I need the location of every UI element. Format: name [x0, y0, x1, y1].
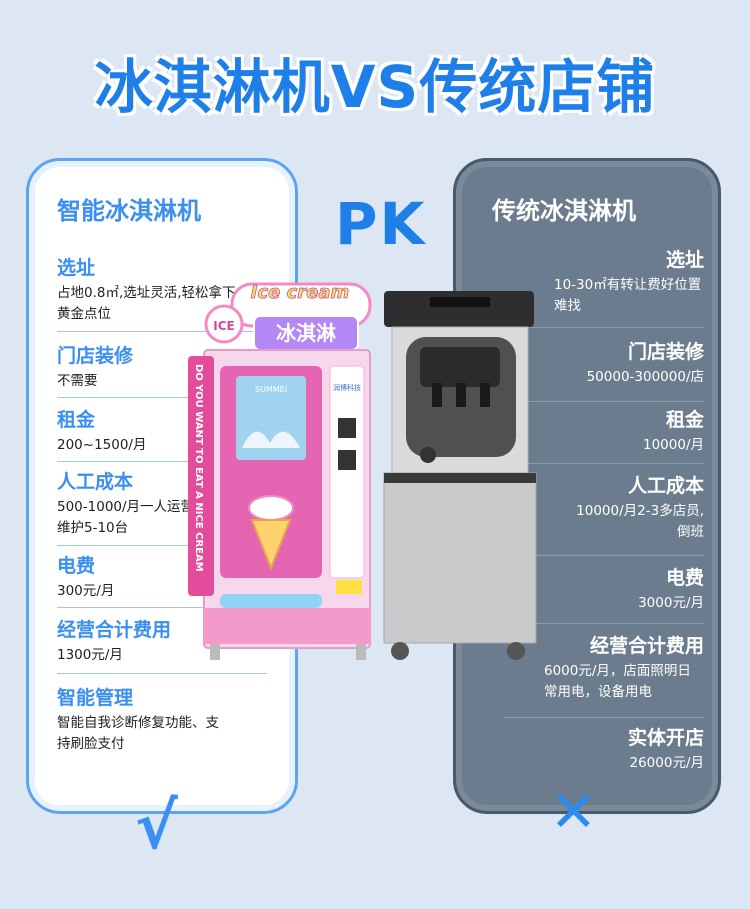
- right-section-labor: 人工成本 10000/月2-3多店员,倒班: [474, 473, 704, 543]
- left-section-rent: 租金 200~1500/月: [57, 407, 279, 456]
- brand-text: Ice cream: [251, 282, 350, 303]
- divider: [57, 461, 267, 462]
- right-section-rent: 租金 10000/月: [474, 407, 704, 456]
- left-section-smart: 智能管理 智能自我诊断修复功能、支持刷脸支付: [57, 685, 279, 755]
- right-section-store: 实体开店 26000元/月: [474, 725, 704, 774]
- section-label: 人工成本: [627, 475, 704, 497]
- section-label: 门店装修: [627, 341, 704, 363]
- section-label: 电费: [57, 555, 96, 577]
- divider: [57, 673, 267, 674]
- divider: [57, 545, 267, 546]
- section-value: 300元/月: [57, 583, 115, 599]
- left-section-total: 经营合计费用 1300元/月: [57, 617, 279, 666]
- sign-text: 冰淇淋: [276, 321, 336, 345]
- section-value: 26000元/月: [629, 755, 705, 771]
- section-label: 经营合计费用: [589, 635, 704, 657]
- section-label: 实体开店: [627, 727, 704, 749]
- section-value: 10000/月: [643, 437, 704, 453]
- right-section-location: 选址 10-30㎡有转让费好位置难找: [474, 247, 704, 317]
- left-section-decoration: 门店装修 不需要: [57, 343, 279, 392]
- divider: [57, 607, 267, 608]
- pk-label: PK: [335, 190, 427, 258]
- smart-vending-machine-image: Ice cream 冰淇淋 ICE DO YOU WANT TO EAT A N…: [188, 282, 372, 660]
- section-label: 选址: [57, 257, 96, 279]
- page-title: 冰淇淋机VS传统店铺: [94, 53, 656, 121]
- traditional-machine-image: [383, 291, 537, 660]
- section-value: 10-30㎡有转让费好位置难找: [554, 277, 702, 314]
- left-card-title: 智能冰淇淋机: [57, 197, 201, 225]
- check-mark-icon: √: [135, 790, 178, 864]
- right-section-decoration: 门店装修 50000-300000/店: [474, 339, 704, 388]
- section-value: 不需要: [57, 373, 98, 389]
- section-label: 电费: [665, 567, 704, 589]
- side-text: DO YOU WANT TO EAT A NICE CREAM: [193, 364, 204, 572]
- section-label: 智能管理: [57, 687, 134, 709]
- section-value: 200~1500/月: [57, 437, 147, 453]
- section-label: 经营合计费用: [57, 619, 172, 641]
- section-label: 租金: [57, 409, 96, 431]
- right-section-electricity: 电费 3000元/月: [474, 565, 704, 614]
- divider: [504, 555, 704, 556]
- section-value: 占地0.8㎡,选址灵活,轻松拿下黄金点位: [57, 285, 236, 322]
- section-value: 1300元/月: [57, 647, 123, 663]
- divider: [504, 327, 704, 328]
- divider: [57, 397, 267, 398]
- section-value: 智能自我诊断修复功能、支持刷脸支付: [57, 715, 219, 752]
- section-label: 选址: [665, 249, 704, 271]
- left-section-electricity: 电费 300元/月: [57, 553, 279, 602]
- section-value: 3000元/月: [638, 595, 704, 611]
- cross-mark-icon: ✕: [550, 780, 597, 845]
- divider: [504, 401, 704, 402]
- right-section-total: 经营合计费用 6000元/月，店面照明日常用电，设备用电: [474, 633, 704, 703]
- divider: [504, 623, 704, 624]
- section-label: 人工成本: [57, 471, 134, 493]
- section-value: 6000元/月，店面照明日常用电，设备用电: [544, 663, 691, 700]
- section-value: 500-1000/月一人运营维护5-10台: [57, 499, 195, 536]
- section-label: 门店装修: [57, 345, 134, 367]
- left-section-labor: 人工成本 500-1000/月一人运营维护5-10台: [57, 469, 279, 539]
- section-value: 10000/月2-3多店员,倒班: [576, 503, 704, 540]
- left-section-location: 选址 占地0.8㎡,选址灵活,轻松拿下黄金点位: [57, 255, 279, 325]
- logo-text: 润博科技: [333, 383, 361, 392]
- divider: [504, 463, 704, 464]
- divider: [57, 331, 267, 332]
- section-label: 租金: [665, 409, 704, 431]
- right-card-title: 传统冰淇淋机: [492, 197, 636, 225]
- section-value: 50000-300000/店: [586, 369, 704, 385]
- divider: [504, 717, 704, 718]
- badge-text: ICE: [213, 319, 234, 333]
- screen-text: SUMMEI: [255, 385, 287, 394]
